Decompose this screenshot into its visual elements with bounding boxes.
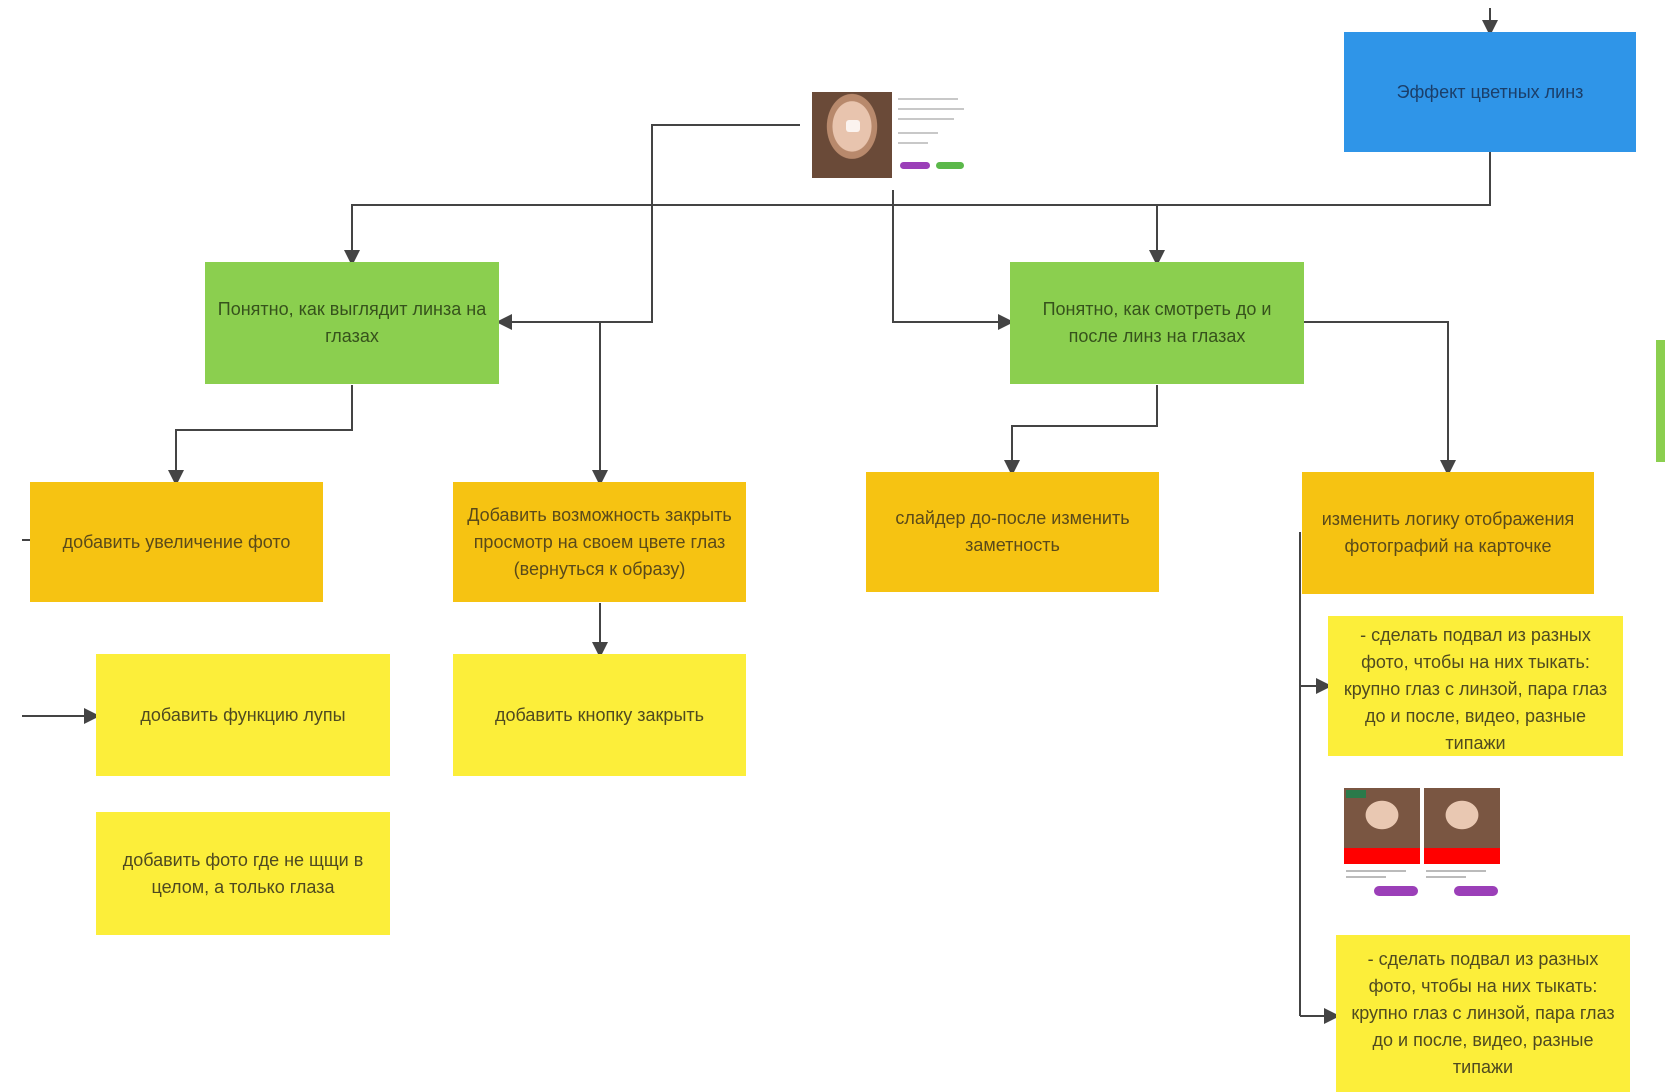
node-label: слайдер до-после изменить заметность — [895, 508, 1130, 555]
node-understand-lens-look[interactable]: Понятно, как выглядит линза на глазах — [205, 262, 499, 384]
screenshot-text-line — [898, 132, 938, 134]
node-footer-photos-1[interactable]: - сделать подвал из разных фото, чтобы н… — [1328, 616, 1623, 756]
node-add-magnifier[interactable]: добавить функцию лупы — [96, 654, 390, 776]
node-label: - сделать подвал из разных фото, чтобы н… — [1351, 949, 1615, 1077]
product-photo-image — [1344, 788, 1420, 848]
product-buy-button — [1454, 886, 1498, 896]
node-label: добавить фото где не щщи в целом, а толь… — [122, 849, 364, 897]
screenshot-purple-button — [900, 162, 930, 169]
product-badge — [1346, 790, 1366, 798]
screenshot-text-line — [898, 108, 964, 110]
connector-green1-to-close-option — [500, 321, 608, 486]
node-label: Понятно, как выглядит линза на глазах — [217, 299, 487, 346]
connector-green1-to-zoom — [168, 385, 353, 486]
face-photo-image — [812, 92, 892, 178]
connector-screenshot-to-green2 — [892, 190, 1014, 330]
node-understand-before-after[interactable]: Понятно, как смотреть до и после линз на… — [1010, 262, 1304, 384]
product-text-line — [1346, 870, 1406, 872]
screenshot-text-line — [898, 118, 954, 120]
screenshot-text-line — [898, 142, 928, 144]
product-text-line — [1426, 876, 1466, 878]
node-label: - сделать подвал из разных фото, чтобы н… — [1343, 625, 1608, 753]
connector-effect-to-branches — [344, 152, 1491, 266]
product-red-bar — [1344, 848, 1420, 864]
product-red-bar — [1424, 848, 1500, 864]
product-photo-image — [1424, 788, 1500, 848]
node-color-lens-effect[interactable]: Эффект цветных линз — [1344, 32, 1636, 152]
node-label: Эффект цветных линз — [1396, 81, 1584, 102]
node-label: добавить кнопку закрыть — [494, 704, 705, 725]
node-add-eye-photo[interactable]: добавить фото где не щщи в целом, а толь… — [96, 812, 390, 935]
product-text-line — [1346, 876, 1386, 878]
product-cards-thumbnail[interactable] — [1342, 788, 1502, 900]
node-label: изменить логику отображения фотографий н… — [1321, 509, 1575, 556]
node-label: Добавить возможность закрыть просмотр на… — [467, 504, 732, 579]
offscreen-green-node[interactable] — [1656, 340, 1665, 462]
node-label: добавить увеличение фото — [62, 531, 291, 552]
product-page-screenshot[interactable] — [808, 70, 968, 182]
node-add-close-option[interactable]: Добавить возможность закрыть просмотр на… — [453, 482, 746, 602]
connector-green2-to-logic — [1304, 321, 1456, 476]
product-buy-button — [1374, 886, 1418, 896]
node-add-zoom[interactable]: добавить увеличение фото — [30, 482, 323, 602]
product-card — [1344, 788, 1420, 900]
node-label: Понятно, как смотреть до и после линз на… — [1042, 299, 1272, 346]
node-label: добавить функцию лупы — [140, 704, 346, 725]
connector-green2-to-slider — [1004, 385, 1158, 476]
screenshot-text-line — [898, 98, 958, 100]
node-change-photo-logic[interactable]: изменить логику отображения фотографий н… — [1302, 472, 1594, 594]
screenshot-caption-lines — [814, 74, 964, 84]
product-card — [1424, 788, 1500, 900]
node-slider-before-after[interactable]: слайдер до-после изменить заметность — [866, 472, 1159, 592]
product-text-line — [1426, 870, 1486, 872]
connector-screenshot-to-green1 — [496, 124, 800, 330]
node-footer-photos-2[interactable]: - сделать подвал из разных фото, чтобы н… — [1336, 935, 1630, 1092]
screenshot-green-button — [936, 162, 964, 169]
node-add-close-button[interactable]: добавить кнопку закрыть — [453, 654, 746, 776]
